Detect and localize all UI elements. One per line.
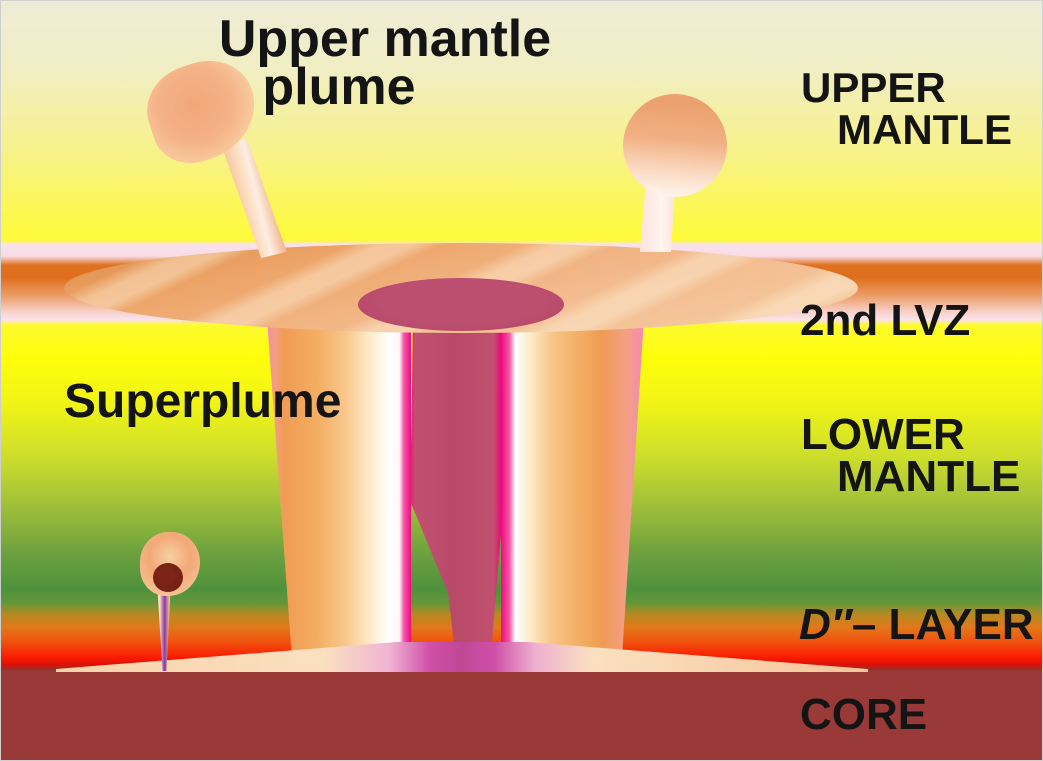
- label-core: CORE: [800, 690, 928, 739]
- title-upper-mantle-plume-line1: Upper mantle: [218, 10, 552, 68]
- label-d-layer-rest: – LAYER: [851, 600, 1034, 649]
- label-lower-mantle-line1: LOWER: [801, 410, 965, 459]
- label-d-layer-italic-part: D″: [799, 600, 852, 649]
- upper-mantle-plume-right-head: [623, 94, 727, 197]
- lower-mantle-plume-head-core: [153, 563, 183, 592]
- label-second-lvz: 2nd LVZ: [800, 296, 971, 345]
- superplume-left-sheath: [267, 319, 411, 671]
- label-d-double-prime-layer: D″– LAYER: [799, 603, 1034, 647]
- title-upper-mantle-plume-line2: plume: [262, 58, 416, 116]
- label-upper-mantle-line2: MANTLE: [837, 106, 1012, 153]
- label-upper-mantle-line1: UPPER: [801, 64, 946, 111]
- superplume-right-sheath: [501, 319, 644, 671]
- superplume-cap-hot-center-ellipse: [358, 278, 564, 331]
- label-superplume: Superplume: [64, 375, 342, 428]
- label-lower-mantle-line2: MANTLE: [837, 452, 1021, 501]
